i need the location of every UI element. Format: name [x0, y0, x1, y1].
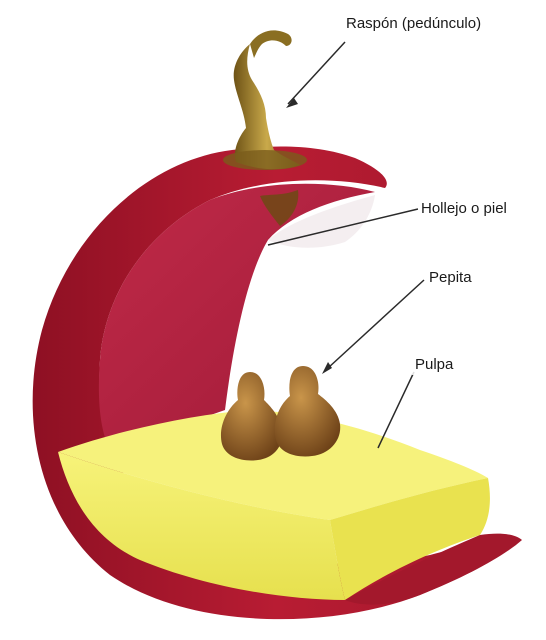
stem-base	[223, 150, 307, 170]
arrow-pepita	[322, 362, 332, 374]
grape-stem-curl	[250, 30, 292, 58]
leader-line-pepita	[328, 280, 424, 368]
seed-left	[221, 372, 282, 460]
leader-line-raspon	[288, 42, 345, 104]
label-pulpa: Pulpa	[412, 355, 456, 375]
leader-line-pulpa	[378, 372, 414, 448]
label-raspon: Raspón (pedúnculo)	[343, 14, 484, 34]
label-pepita: Pepita	[426, 268, 475, 288]
label-hollejo: Hollejo o piel	[418, 199, 510, 219]
seed-right	[275, 366, 340, 456]
